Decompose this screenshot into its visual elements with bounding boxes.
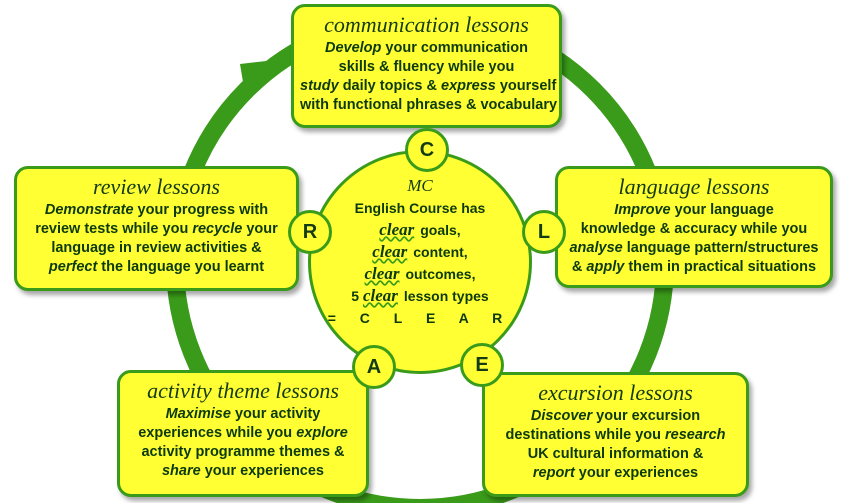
communication-verb-study: study — [300, 78, 339, 94]
center-goals: goals, — [420, 222, 461, 238]
center-line-outcomes: clear outcomes, — [311, 263, 529, 285]
communication-line-3-end: yourself — [495, 78, 557, 94]
language-line-4-start: & — [571, 259, 587, 275]
review-verb-perfect: perfect — [48, 259, 98, 275]
excursion-lessons-box: excursion lessons Discover your excursio… — [482, 372, 749, 497]
excursion-line-3: UK cultural information & — [527, 446, 704, 462]
excursion-line-1-rest: your excursion — [592, 408, 701, 424]
activity-verb-explore: explore — [296, 425, 348, 441]
communication-verb-express: express — [441, 78, 496, 94]
excursion-line-2-start: destinations while you — [505, 427, 666, 443]
review-line-2: review tests while you recycle your — [23, 220, 290, 239]
center-five: 5 — [351, 288, 360, 304]
review-line-1-rest: your progress with — [133, 202, 269, 218]
clear-word-2: clear — [372, 242, 408, 261]
language-line-2: knowledge & accuracy while you — [580, 221, 808, 237]
excursion-line-4-rest: your experiences — [574, 465, 699, 481]
language-lessons-box: language lessons Improve your language k… — [555, 166, 833, 288]
language-line-3: analyse language pattern/structures — [564, 239, 824, 258]
excursion-line-4: report your experiences — [491, 464, 740, 483]
badge-l: L — [522, 210, 566, 254]
language-line-1-rest: your language — [670, 202, 774, 218]
center-mc: MC — [407, 176, 433, 195]
communication-line-2: skills & fluency while you — [338, 59, 515, 75]
center-line-lessons: 5 clear lesson types — [311, 285, 529, 307]
language-verb-improve: Improve — [614, 202, 671, 218]
clear-word-4: clear — [362, 286, 398, 305]
activity-verb-share: share — [161, 463, 201, 479]
excursion-line-1: Discover your excursion — [491, 407, 740, 426]
review-verb-demonstrate: Demonstrate — [44, 202, 134, 218]
review-line-4-rest: the language you learnt — [97, 259, 265, 275]
review-line-2-end: your — [242, 221, 278, 237]
language-verb-analyse: analyse — [569, 240, 623, 256]
badge-r: R — [288, 210, 332, 254]
review-lessons-title: review lessons — [93, 174, 220, 199]
activity-line-2: experiences while you explore — [126, 424, 360, 443]
clear-word-1: clear — [379, 220, 415, 239]
center-content: content, — [413, 244, 468, 260]
badge-c: C — [405, 128, 449, 172]
review-line-3: language in review activities & — [51, 240, 262, 256]
excursion-verb-discover: Discover — [530, 408, 593, 424]
language-line-3-rest: language pattern/structures — [622, 240, 819, 256]
clear-word-3: clear — [364, 264, 400, 283]
activity-verb-maximise: Maximise — [165, 406, 231, 422]
center-line-goals: clear goals, — [311, 219, 529, 241]
review-lessons-box: review lessons Demonstrate your progress… — [14, 166, 299, 291]
language-line-1: Improve your language — [564, 201, 824, 220]
excursion-lessons-title: excursion lessons — [538, 380, 693, 405]
center-lesson-types: lesson types — [403, 288, 489, 304]
review-line-2-start: review tests while you — [35, 221, 193, 237]
activity-line-2-start: experiences while you — [138, 425, 297, 441]
communication-line-4: with functional phrases & vocabulary — [300, 97, 558, 113]
activity-line-1-rest: your activity — [230, 406, 321, 422]
cycle-arrow-head — [240, 60, 275, 100]
activity-theme-lessons-title: activity theme lessons — [147, 378, 339, 403]
language-verb-apply: apply — [586, 259, 625, 275]
communication-lessons-box: communication lessons Develop your commu… — [291, 4, 562, 128]
communication-line-1-rest: your communication — [381, 40, 529, 56]
communication-line-3: study daily topics & express yourself — [300, 77, 557, 96]
review-line-1: Demonstrate your progress with — [23, 201, 290, 220]
activity-line-4-rest: your experiences — [200, 463, 325, 479]
center-outcomes: outcomes, — [405, 266, 476, 282]
center-line-course: English Course has — [354, 200, 486, 216]
activity-line-3: activity programme themes & — [141, 444, 345, 460]
review-verb-recycle: recycle — [192, 221, 243, 237]
language-lessons-title: language lessons — [618, 174, 770, 199]
language-line-4: & apply them in practical situations — [564, 258, 824, 277]
review-line-4: perfect the language you learnt — [23, 258, 290, 277]
activity-line-4: share your experiences — [126, 462, 360, 481]
center-acronym: = C L E A R — [327, 310, 513, 326]
communication-line-1: Develop your communication — [300, 39, 553, 58]
excursion-verb-research: research — [665, 427, 726, 443]
center-line-content: clear content, — [311, 241, 529, 263]
communication-verb-develop: Develop — [324, 40, 382, 56]
badge-a: A — [352, 345, 396, 389]
activity-theme-lessons-box: activity theme lessons Maximise your act… — [117, 370, 369, 497]
activity-line-1: Maximise your activity — [126, 405, 360, 424]
excursion-line-2: destinations while you research — [491, 426, 740, 445]
language-line-4-rest: them in practical situations — [624, 259, 817, 275]
communication-lessons-title: communication lessons — [324, 12, 529, 37]
communication-line-3-mid: daily topics & — [338, 78, 442, 94]
badge-e: E — [460, 343, 504, 387]
excursion-verb-report: report — [532, 465, 575, 481]
